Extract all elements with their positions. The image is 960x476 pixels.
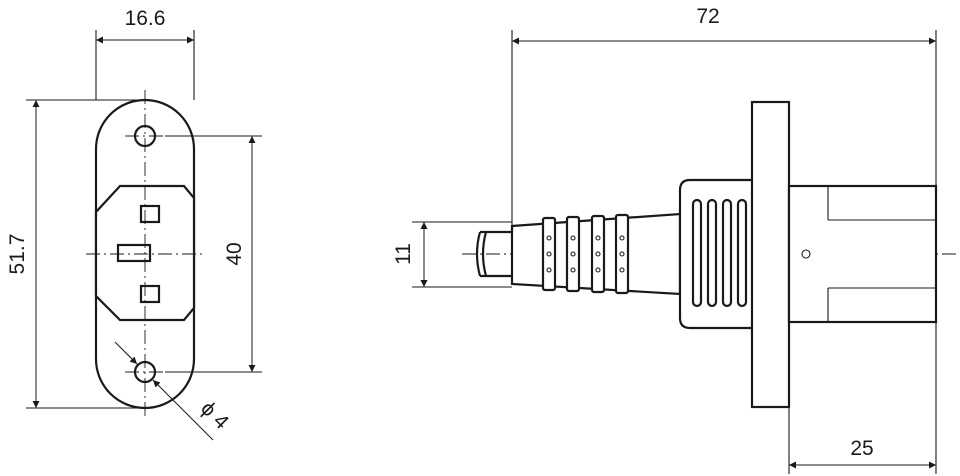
dimension-overall-length: 72 [511, 5, 937, 226]
dimension-width-front: 16.6 [95, 7, 195, 100]
width-front-label: 16.6 [125, 7, 166, 30]
cable-diameter-label: 11 [392, 243, 415, 265]
height-front-label: 51.7 [6, 234, 29, 275]
socket-head [787, 184, 938, 324]
overall-length-label: 72 [696, 5, 719, 28]
grip-grooves [691, 198, 748, 308]
side-view [462, 100, 958, 409]
strain-relief-ribs [541, 213, 630, 295]
cable [475, 230, 512, 278]
front-view [86, 90, 204, 420]
dimension-height-front: 51.7 [6, 99, 145, 409]
side-center-mark [801, 249, 811, 259]
mounting-flange [750, 100, 791, 409]
middle-pin-slot [116, 243, 152, 263]
top-pin-slot [139, 204, 161, 224]
dimension-cable-diameter: 11 [392, 221, 512, 288]
dimension-hole-spacing: 40 [165, 135, 262, 373]
hole-spacing-label: 40 [223, 242, 246, 265]
dimension-flange-depth: 25 [788, 322, 937, 474]
flange-depth-label: 25 [850, 437, 873, 460]
bottom-pin-slot [139, 284, 161, 304]
